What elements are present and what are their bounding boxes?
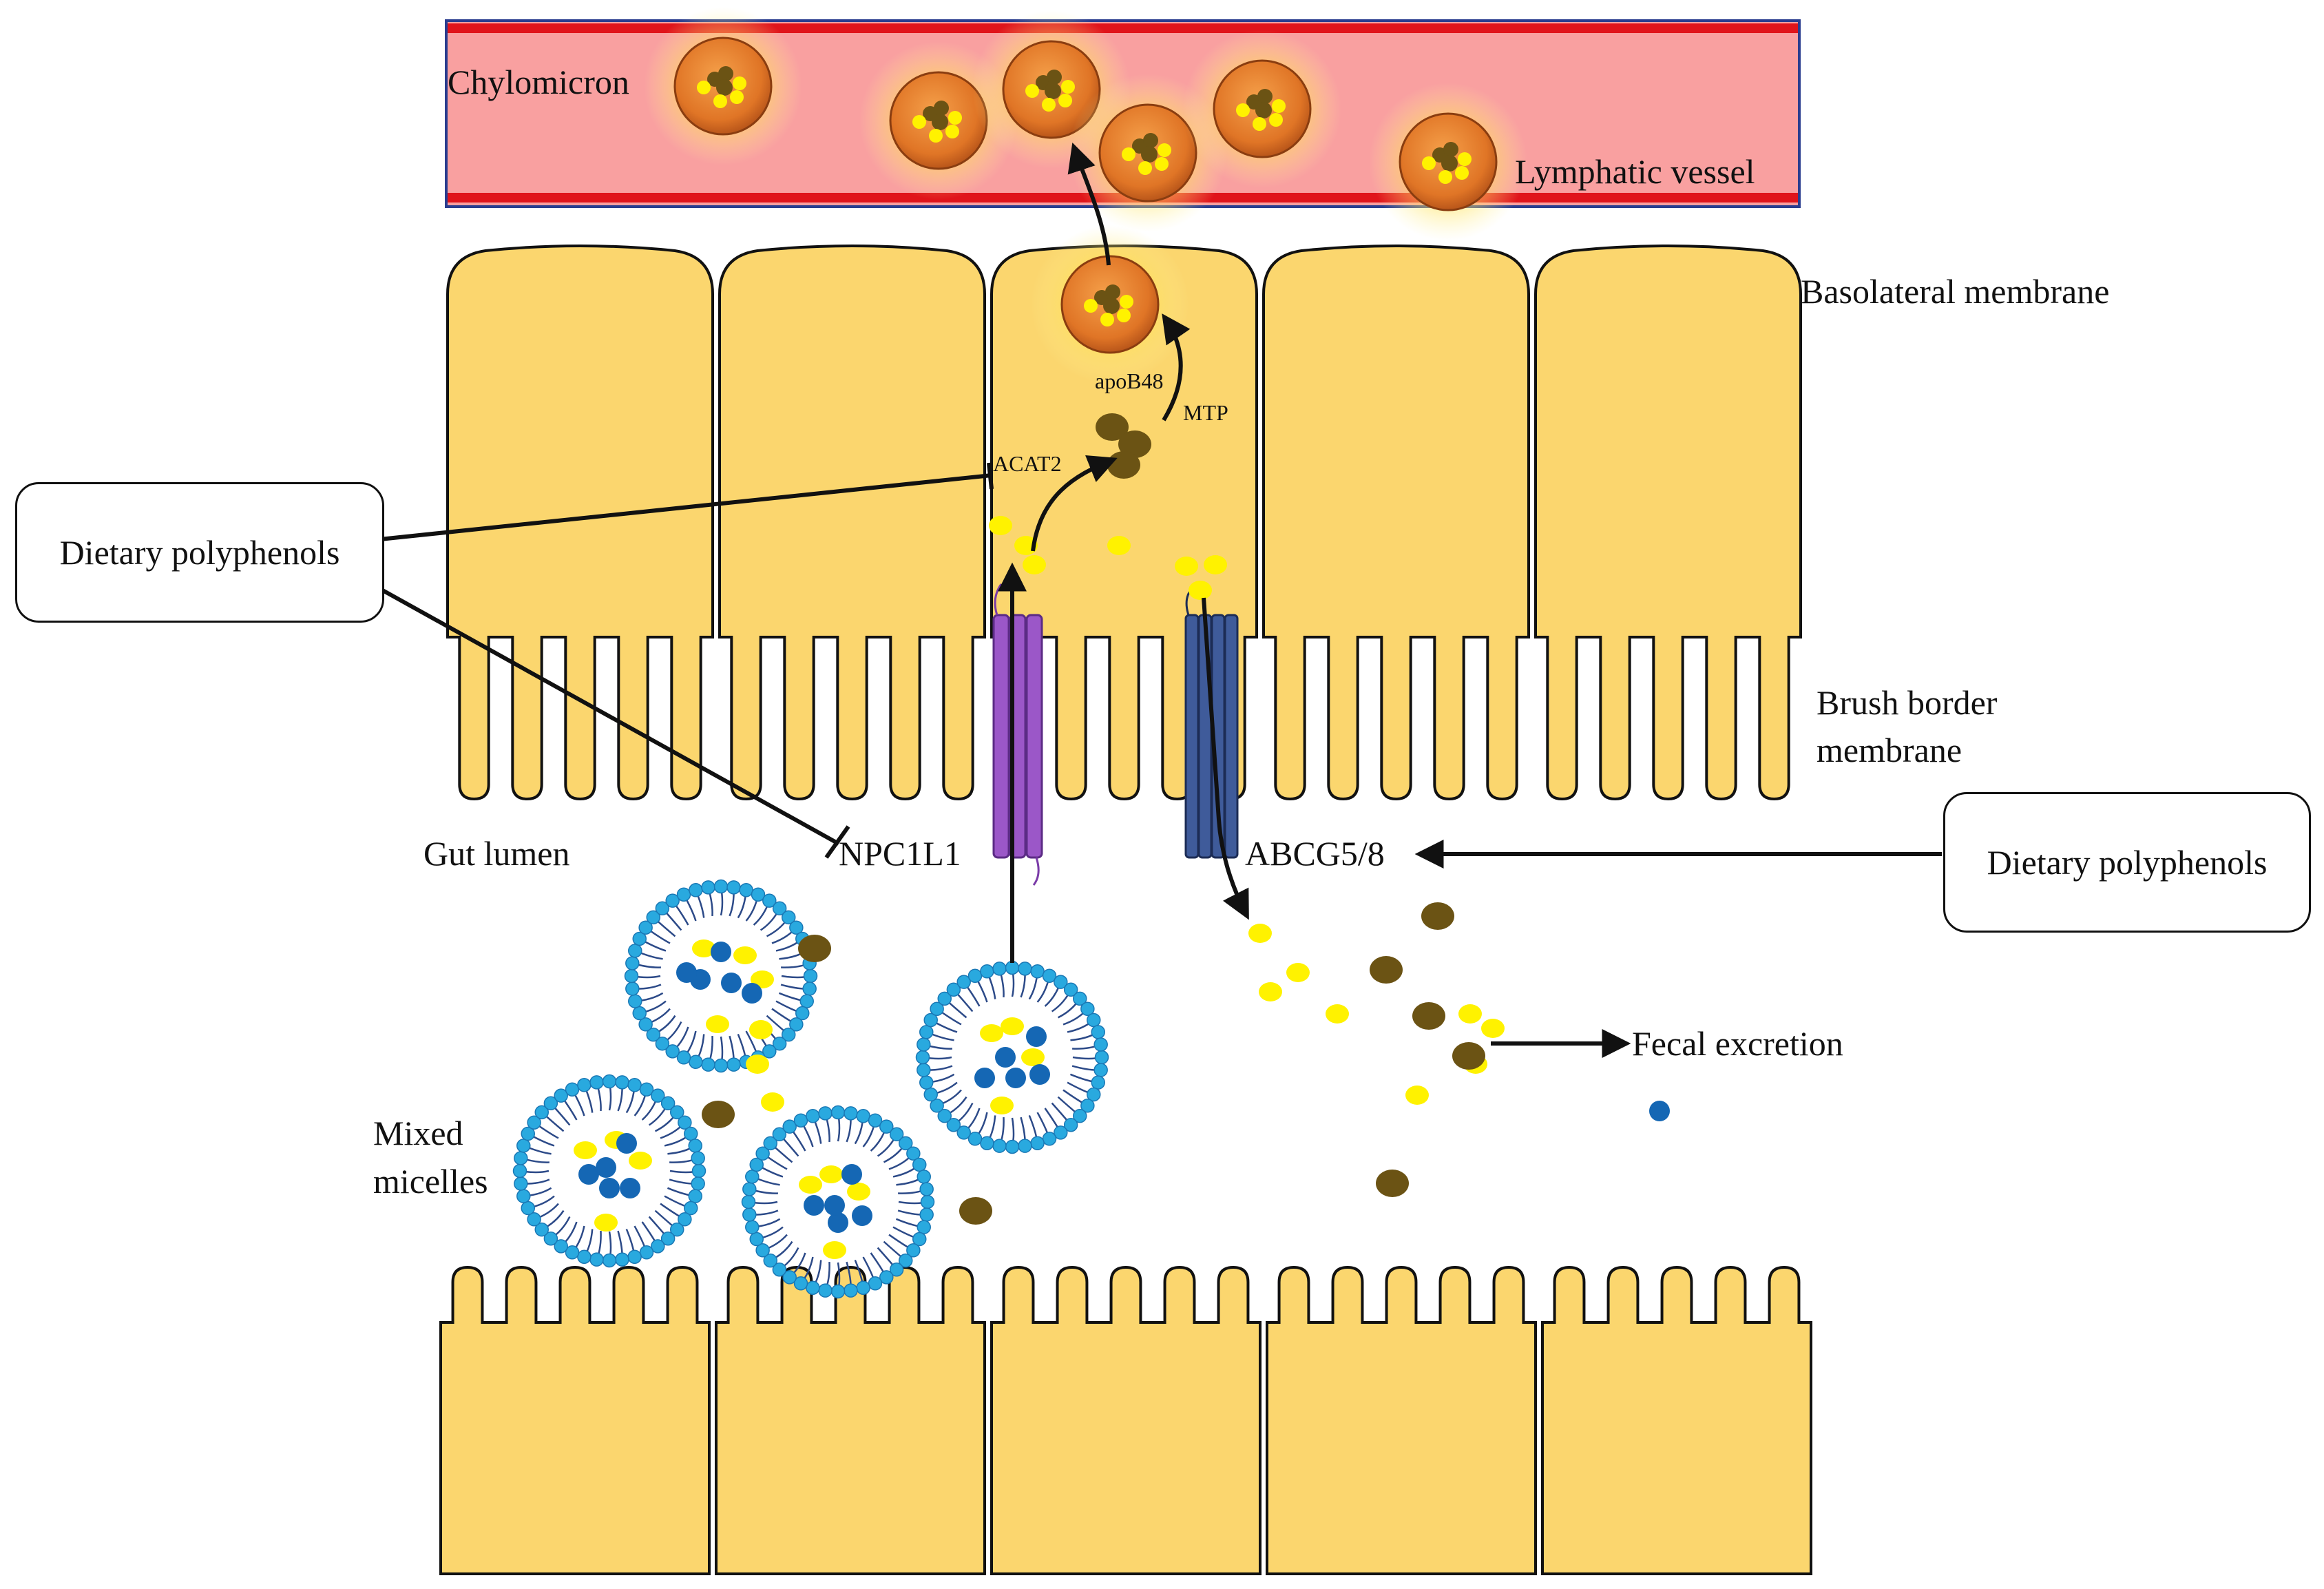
mixed-micelles-label-line1: Mixed (373, 1114, 463, 1152)
cholesterol-7 (1189, 581, 1212, 600)
brush-border-label-line1: Brush border (1817, 683, 1998, 722)
cholesteryl-ester-11 (1107, 451, 1140, 479)
enterocyte-lower-5 (1541, 1265, 1812, 1575)
cholesteryl-ester-3 (959, 1197, 992, 1225)
chylomicron-in-cell (1031, 225, 1189, 384)
secretion-arrow (1067, 143, 1111, 266)
enterocyte-lower-4 (1266, 1265, 1537, 1575)
chylomicron-1 (644, 7, 802, 165)
npc1l1-inhibition-line (379, 587, 840, 846)
mtp-arrow (1162, 313, 1191, 422)
npc1l1-label: NPC1L1 (839, 834, 961, 873)
enterocyte-lower-2 (715, 1265, 986, 1575)
chylomicron-label: Chylomicron (448, 63, 629, 101)
cholesteryl-ester-1 (798, 935, 831, 962)
abcg58-transporter (1184, 586, 1239, 859)
cholesterol-13 (1286, 963, 1310, 982)
cholesterol-12 (1259, 982, 1282, 1001)
acat2-inhibition-line (379, 473, 992, 541)
mixed-micelles-label-line2: micelles (373, 1162, 488, 1201)
basolateral-membrane-label: Basolateral membrane (1801, 272, 2110, 311)
cholesteryl-ester-2 (702, 1101, 735, 1128)
cholesterol-1 (989, 516, 1012, 535)
cholesterol-4 (1107, 536, 1131, 555)
cholesterol-11 (1248, 924, 1272, 943)
lymphatic-vessel-label: Lymphatic vessel (1515, 152, 1755, 191)
cholesterol-3 (1023, 555, 1046, 574)
brush-border-label-line2: membrane (1817, 731, 1962, 769)
gut-lumen-label: Gut lumen (423, 834, 570, 873)
abcg58-efflux-arrow (1202, 597, 1249, 920)
cholesteryl-ester-8 (1376, 1170, 1409, 1197)
cholesteryl-ester-6 (1412, 1002, 1445, 1030)
enterocyte-upper-5 (1534, 245, 1802, 801)
enterocyte-lower-3 (990, 1265, 1262, 1575)
pathway-arrows (379, 143, 1942, 1058)
apob48-label: apoB48 (1095, 368, 1164, 393)
enterocyte-upper-4 (1262, 245, 1530, 801)
micelle-2 (915, 960, 1109, 1154)
acat2-arrow (1031, 455, 1118, 552)
fecal-excretion-label: Fecal excretion (1632, 1024, 1843, 1063)
chylomicron-particles (644, 7, 1527, 241)
bile-acid-1 (1649, 1101, 1670, 1121)
cholesteryl-ester-9 (1096, 413, 1129, 441)
chylomicron-6 (1369, 83, 1527, 241)
mtp-label: MTP (1183, 400, 1228, 425)
chylomicron-5 (1183, 30, 1341, 188)
npc1l1-inhibition-bar (824, 825, 850, 859)
dietary-polyphenols-box-left: Dietary polyphenols (15, 482, 384, 623)
npc1l1-transporter (992, 583, 1043, 886)
mixed-micelles (512, 879, 1109, 1299)
free-sterol-molecules (702, 413, 1670, 1225)
cholesterol-14 (1326, 1004, 1349, 1024)
acat2-label: ACAT2 (993, 451, 1062, 476)
micelle-3 (512, 1074, 706, 1268)
cholesteryl-ester-5 (1370, 956, 1403, 984)
cholesterol-15 (1458, 1004, 1482, 1024)
enterocyte-upper-2 (718, 245, 986, 801)
acat2-inhibition-bar (987, 462, 994, 490)
abcg58-label: ABCG5/8 (1245, 834, 1385, 873)
cholesteryl-ester-7 (1452, 1042, 1485, 1070)
cholesterol-6 (1204, 555, 1227, 574)
cholesteryl-ester-10 (1118, 430, 1151, 458)
enterocyte-lower-1 (439, 1265, 711, 1575)
cholesterol-5 (1175, 557, 1198, 576)
cholesteryl-ester-4 (1421, 902, 1454, 930)
micelle-1 (624, 879, 818, 1073)
cholesterol-16 (1481, 1019, 1505, 1038)
enterocyte-upper-1 (446, 245, 714, 801)
cholesterol-9 (746, 1055, 769, 1074)
cholesterol-10 (761, 1092, 784, 1112)
dietary-polyphenols-box-right: Dietary polyphenols (1943, 792, 2311, 933)
micelle-4 (741, 1105, 935, 1299)
cholesterol-18 (1405, 1086, 1429, 1105)
cholesterol-8 (749, 1020, 773, 1039)
lower-enterocyte-layer (439, 1265, 1812, 1575)
